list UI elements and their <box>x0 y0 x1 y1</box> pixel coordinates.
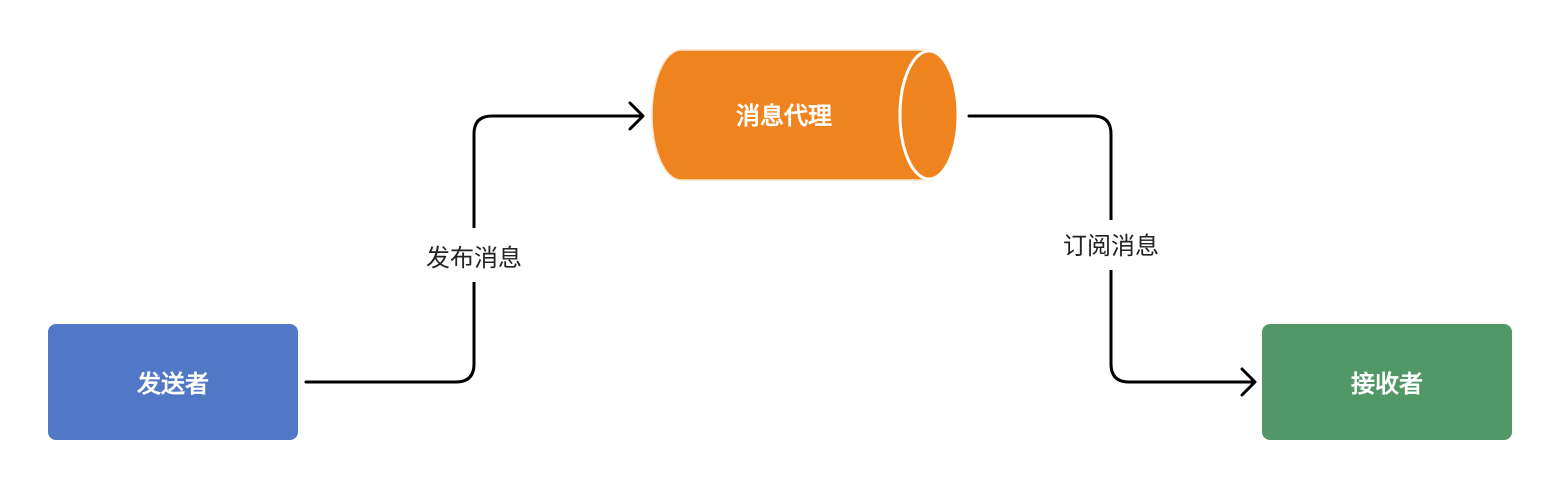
broker-node[interactable]: 消息代理 <box>651 49 960 181</box>
publish-label-bg <box>412 228 536 282</box>
receiver-box <box>1262 324 1512 440</box>
sender-label: 发送者 <box>136 370 209 398</box>
broker-cylinder-end <box>898 49 960 181</box>
subscribe-label: 订阅消息 <box>1063 232 1159 260</box>
receiver-label: 接收者 <box>1351 370 1423 398</box>
subscribe-edge: 订阅消息 <box>967 114 1257 397</box>
subscribe-label-bg <box>1049 220 1173 270</box>
subscribe-arrowhead-icon <box>1240 367 1257 397</box>
sender-box <box>48 324 298 440</box>
sender-node[interactable]: 发送者 <box>48 324 298 440</box>
receiver-node[interactable]: 接收者 <box>1262 324 1512 440</box>
publish-edge: 发布消息 <box>304 101 645 384</box>
broker-label: 消息代理 <box>736 102 832 130</box>
publish-label: 发布消息 <box>426 244 522 272</box>
publish-arrowhead-icon <box>628 101 645 131</box>
